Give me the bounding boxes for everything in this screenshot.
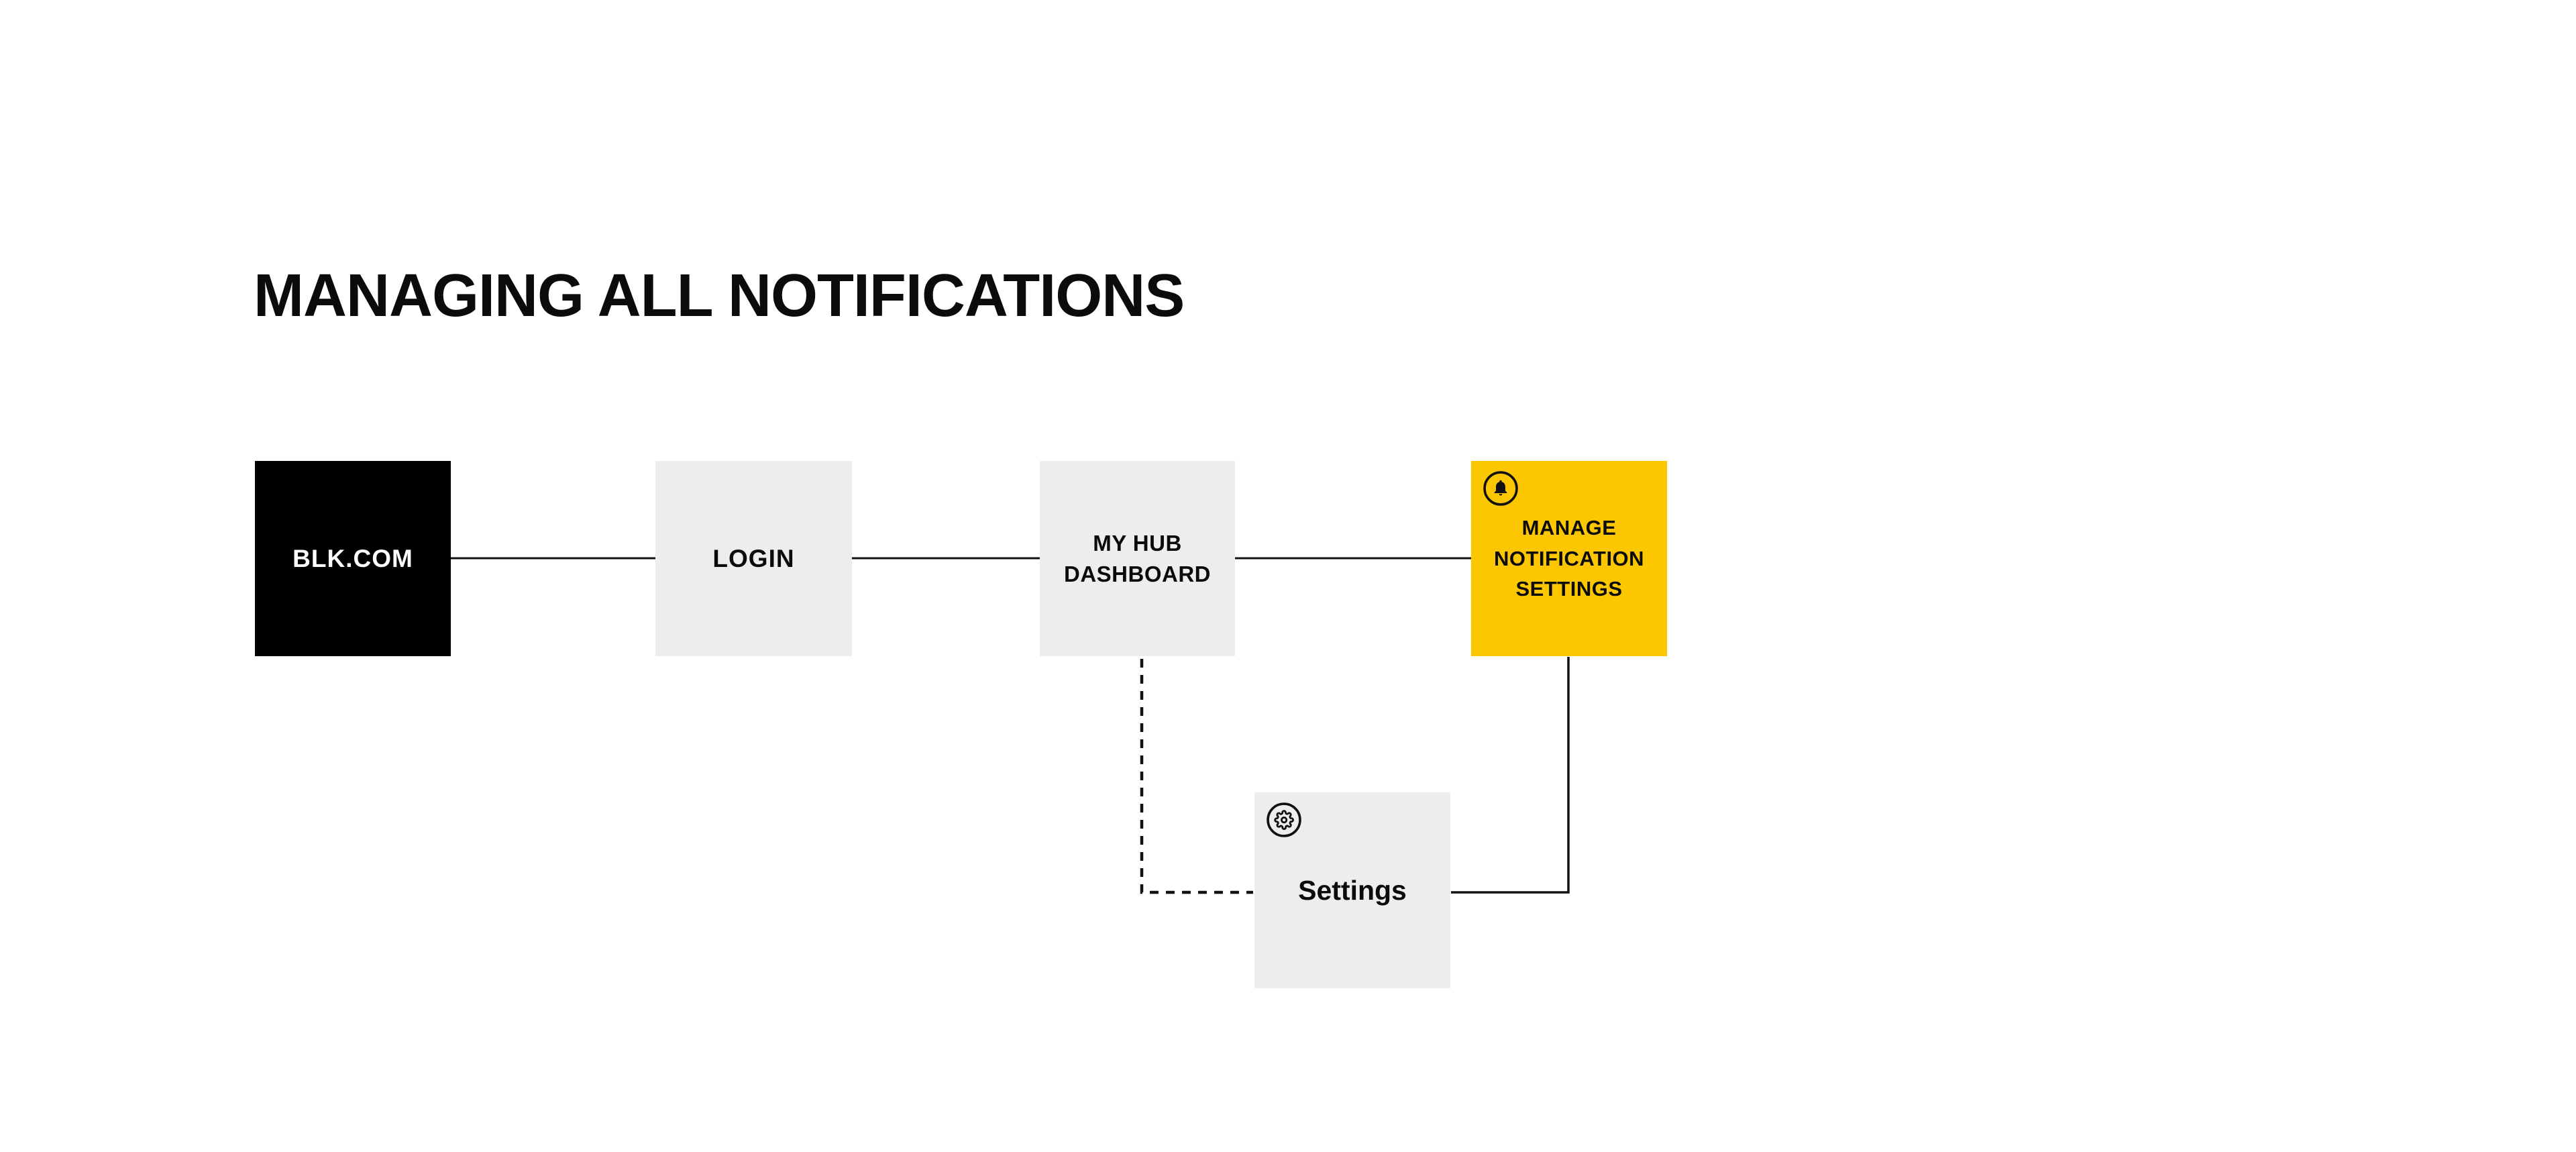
node-manage-line-1: MANAGE: [1521, 515, 1617, 539]
page-title: MANAGING ALL NOTIFICATIONS: [254, 262, 1185, 329]
gear-icon: [1267, 802, 1301, 837]
node-manage-label: MANAGE NOTIFICATION SETTINGS: [1494, 513, 1644, 605]
bell-icon: [1483, 471, 1518, 506]
connector-myhub-settings-dashed: [1140, 659, 1253, 894]
connector-manage-settings: [1451, 657, 1570, 894]
node-my-hub-line-2: DASHBOARD: [1064, 561, 1211, 586]
node-blk-com-label: BLK.COM: [292, 544, 413, 572]
node-manage-line-2: NOTIFICATION: [1493, 546, 1645, 570]
node-my-hub-line-1: MY HUB: [1093, 530, 1182, 556]
node-settings: Settings: [1254, 792, 1450, 988]
node-manage-line-3: SETTINGS: [1515, 577, 1623, 601]
node-manage-notification-settings: MANAGE NOTIFICATION SETTINGS: [1471, 461, 1667, 656]
node-settings-label: Settings: [1298, 874, 1407, 906]
node-my-hub-dashboard-label: MY HUB DASHBOARD: [1064, 528, 1211, 589]
node-my-hub-dashboard: MY HUB DASHBOARD: [1040, 461, 1235, 656]
node-blk-com: BLK.COM: [255, 461, 451, 656]
node-login-label: LOGIN: [712, 544, 795, 572]
node-login: LOGIN: [655, 461, 852, 656]
